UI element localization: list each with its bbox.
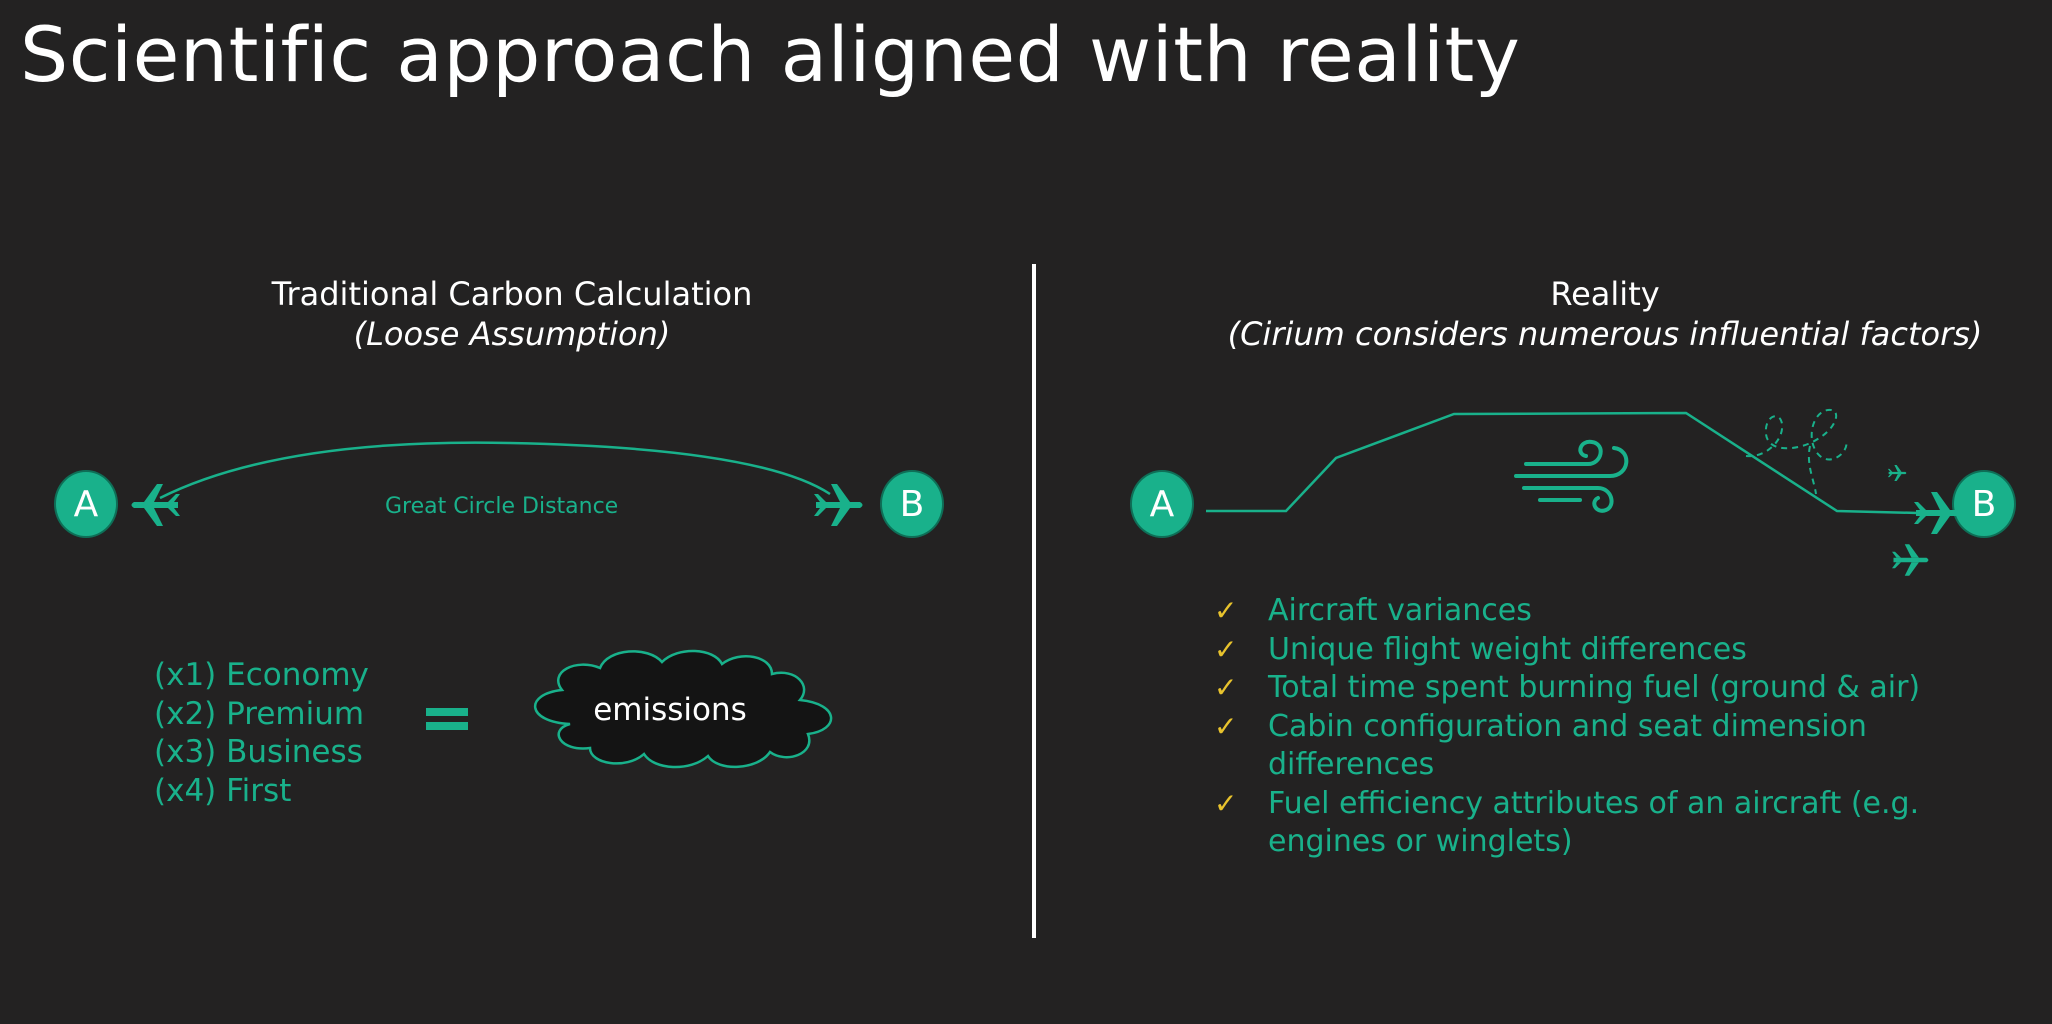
- list-item: ✓Unique flight weight differences: [1214, 631, 2014, 670]
- airplane-icon: [1892, 544, 1929, 576]
- airplane-icon: [814, 484, 863, 526]
- list-item: (x2) Premium: [154, 695, 365, 732]
- list-item: (x1) Economy: [154, 657, 369, 693]
- traditional-heading: Traditional Carbon Calculation (Loose As…: [130, 274, 894, 354]
- flight-profile-diagram: [1206, 408, 1963, 576]
- cloud-shape: [533, 649, 833, 769]
- panel-divider: [1032, 264, 1036, 938]
- airplane-icon: [1914, 492, 1963, 534]
- reality-heading: Reality (Cirium considers numerous influ…: [1140, 274, 2052, 354]
- emissions-label: emissions: [593, 692, 747, 728]
- turbulence-path: [1745, 408, 1848, 495]
- list-item: ✓Cabin configuration and seat dimension …: [1214, 708, 1867, 783]
- list-item: ✓Aircraft variances: [1214, 592, 2014, 631]
- left-node-a: A: [54, 470, 118, 538]
- flight-profile-line: [1206, 411, 1919, 515]
- check-icon: ✓: [1214, 786, 1238, 820]
- influential-factors-list: ✓Aircraft variances ✓Unique flight weigh…: [1214, 592, 2014, 862]
- list-item: (x3) Business: [154, 734, 363, 770]
- reality-heading-title: Reality: [1550, 275, 1660, 313]
- traditional-heading-title: Traditional Carbon Calculation: [271, 275, 753, 313]
- wind-icon: [1514, 439, 1629, 513]
- check-icon: ✓: [1214, 709, 1238, 743]
- reality-heading-subtitle: (Cirium considers numerous influential f…: [1227, 315, 1983, 353]
- check-icon: ✓: [1214, 632, 1238, 666]
- traditional-heading-subtitle: (Loose Assumption): [353, 315, 671, 353]
- list-item: ✓Total time spent burning fuel (ground &…: [1214, 669, 2014, 708]
- airplane-icon: [131, 484, 180, 526]
- great-circle-arc: [159, 441, 831, 500]
- great-circle-diagram: [131, 441, 863, 769]
- airplane-icon: [1887, 465, 1907, 481]
- right-node-a: A: [1130, 470, 1194, 538]
- list-item: (x4) First: [154, 772, 292, 809]
- equals-sign-bottom: [426, 722, 468, 730]
- right-node-b: B: [1952, 470, 2016, 538]
- equals-sign-top: [426, 708, 468, 716]
- cabin-class-list: (x1) Economy (x2) Premium (x3) Business …: [154, 656, 369, 810]
- great-circle-label: Great Circle Distance: [385, 494, 619, 519]
- left-node-b: B: [880, 470, 944, 538]
- slide-title: Scientific approach aligned with reality: [20, 10, 1521, 99]
- check-icon: ✓: [1214, 671, 1238, 704]
- list-item: ✓Fuel efficiency attributes of an aircra…: [1214, 785, 1920, 860]
- check-icon: ✓: [1214, 594, 1238, 627]
